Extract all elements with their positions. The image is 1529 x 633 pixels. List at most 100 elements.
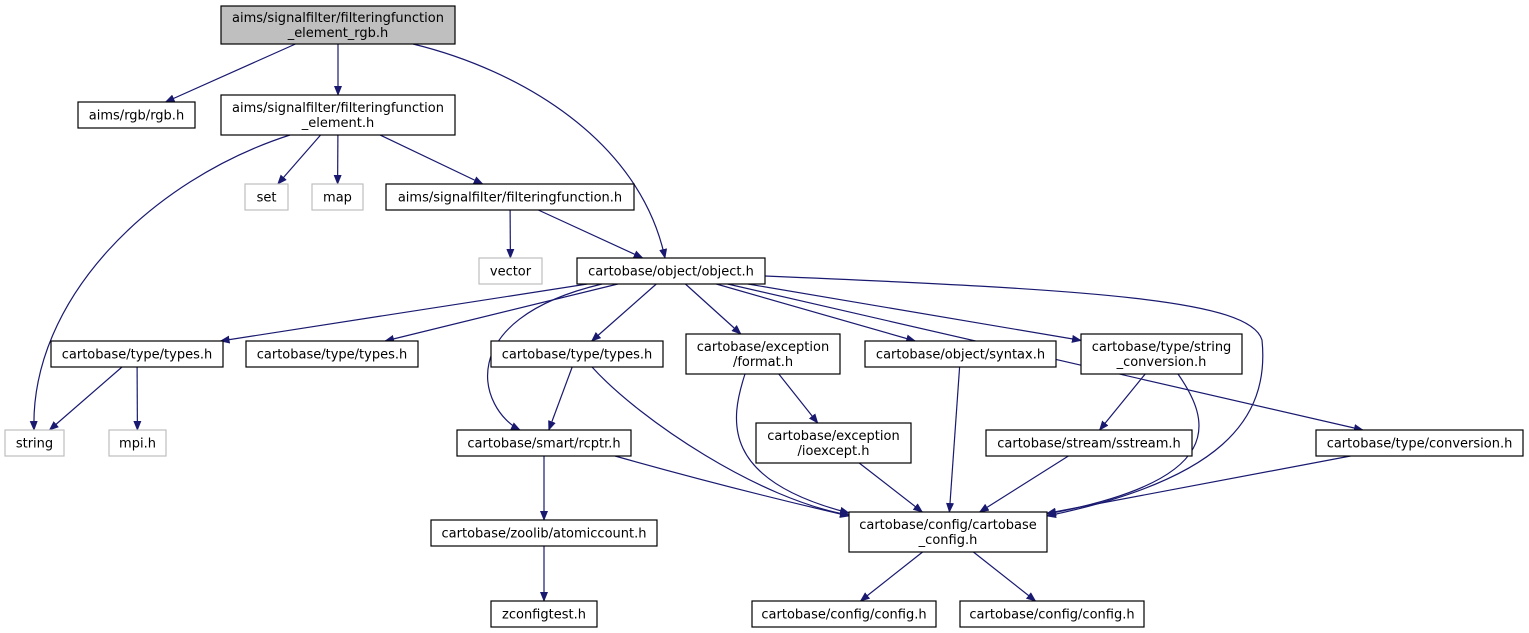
node-label-ffe: aims/signalfilter/filteringfunction [232, 101, 444, 116]
edge-ffe-to-ff [379, 134, 484, 185]
node-types1[interactable]: cartobase/type/types.h [50, 340, 224, 368]
node-box-rgb [77, 101, 196, 129]
edge-strconv-to-sstream [1098, 373, 1146, 431]
node-sstream[interactable]: cartobase/stream/sstream.h [985, 429, 1193, 457]
node-strconv[interactable]: cartobase/type/string_conversion.h [1080, 333, 1243, 375]
node-box-syntax [864, 340, 1057, 368]
node-box-map [311, 183, 364, 211]
edge-ioexcept-to-cbconfig [858, 462, 924, 513]
node-rcptr[interactable]: cartobase/smart/rcptr.h [456, 429, 632, 457]
edge-object-to-cbconfig [764, 275, 1264, 519]
node-box-root [220, 5, 456, 45]
node-box-cbconfig [848, 511, 1048, 553]
node-ffe[interactable]: aims/signalfilter/filteringfunction_elem… [220, 94, 456, 136]
node-config1[interactable]: cartobase/config/config.h [751, 600, 937, 628]
node-atomic[interactable]: cartobase/zoolib/atomiccount.h [430, 519, 658, 547]
edge-object-to-types1 [219, 283, 588, 344]
node-ioexcept[interactable]: cartobase/exception/ioexcept.h [755, 422, 912, 464]
node-box-rcptr [456, 429, 632, 457]
node-label-atomic: cartobase/zoolib/atomiccount.h [442, 527, 647, 542]
edge-syntax-to-cbconfig [946, 366, 961, 513]
node-string: string [4, 429, 65, 457]
edge-object-to-format [684, 283, 742, 335]
node-types3[interactable]: cartobase/type/types.h [490, 340, 664, 368]
node-object[interactable]: cartobase/object/object.h [576, 257, 766, 285]
node-box-types2 [245, 340, 419, 368]
edge-types1-to-string [48, 366, 123, 431]
node-label-root: aims/signalfilter/filteringfunction [232, 11, 444, 26]
node-ff[interactable]: aims/signalfilter/filteringfunction.h [385, 183, 635, 211]
node-syntax[interactable]: cartobase/object/syntax.h [864, 340, 1057, 368]
node-label-string: string [16, 437, 53, 452]
node-box-vector [478, 257, 543, 285]
node-box-sstream [985, 429, 1193, 457]
node-label-types3: cartobase/type/types.h [502, 348, 652, 363]
node-box-atomic [430, 519, 658, 547]
node-box-ffe [220, 94, 456, 136]
edge-cbconfig-to-config1 [859, 551, 923, 602]
node-box-ioexcept [755, 422, 912, 464]
node-cbconfig[interactable]: cartobase/config/cartobase_config.h [848, 511, 1048, 553]
node-label-set: set [257, 191, 277, 206]
edge-object-to-strconv [747, 283, 1082, 343]
edge-root-to-object [412, 43, 668, 259]
node-format[interactable]: cartobase/exception/format.h [685, 333, 841, 375]
node-label-zconfig: zconfigtest.h [502, 608, 586, 623]
edge-object-to-syntax [716, 283, 917, 343]
node-label-ioexcept: cartobase/exception [767, 429, 899, 444]
node-root[interactable]: aims/signalfilter/filteringfunction_elem… [220, 5, 456, 45]
node-set: set [244, 183, 289, 211]
node-label-strconv: cartobase/type/string [1092, 340, 1232, 355]
node-rgb[interactable]: aims/rgb/rgb.h [77, 101, 196, 129]
node-label-format: /format.h [733, 355, 793, 370]
node-mpi: mpi.h [108, 429, 167, 457]
edge-object-to-rcptr [487, 283, 603, 431]
edge-root-to-rgb [164, 43, 296, 103]
node-label-object: cartobase/object/object.h [588, 265, 754, 280]
node-label-config2: cartobase/config/config.h [969, 608, 1134, 623]
node-box-ff [385, 183, 635, 211]
node-box-format [685, 333, 841, 375]
node-label-syntax: cartobase/object/syntax.h [876, 348, 1045, 363]
node-map: map [311, 183, 364, 211]
edge-ff-to-object [538, 209, 644, 259]
node-label-root: _element_rgb.h [287, 26, 389, 41]
edge-ffe-to-string [29, 134, 291, 431]
edge-format-to-cbconfig [735, 373, 850, 515]
node-label-types1: cartobase/type/types.h [62, 348, 212, 363]
node-layer: aims/signalfilter/filteringfunction_elem… [4, 5, 1524, 628]
edge-object-to-types2 [384, 283, 619, 343]
node-box-mpi [108, 429, 167, 457]
node-label-ffe: _element.h [301, 116, 374, 131]
node-label-vector: vector [490, 265, 532, 280]
node-label-conversion: cartobase/type/conversion.h [1327, 437, 1513, 452]
node-label-format: cartobase/exception [697, 340, 829, 355]
node-box-object [576, 257, 766, 285]
node-label-ioexcept: /ioexcept.h [797, 444, 869, 459]
edge-rcptr-to-cbconfig [614, 455, 850, 518]
node-label-strconv: _conversion.h [1116, 355, 1207, 370]
node-label-config1: cartobase/config/config.h [761, 608, 926, 623]
node-zconfig[interactable]: zconfigtest.h [490, 600, 598, 628]
edge-strconv-to-cbconfig [1046, 373, 1200, 517]
node-label-rgb: aims/rgb/rgb.h [89, 109, 184, 124]
node-label-types2: cartobase/type/types.h [257, 348, 407, 363]
edge-cbconfig-to-config2 [973, 551, 1037, 602]
node-box-types1 [50, 340, 224, 368]
node-config2[interactable]: cartobase/config/config.h [959, 600, 1145, 628]
node-label-ff: aims/signalfilter/filteringfunction.h [398, 191, 622, 206]
node-types2[interactable]: cartobase/type/types.h [245, 340, 419, 368]
node-label-rcptr: cartobase/smart/rcptr.h [467, 437, 620, 452]
node-box-zconfig [490, 600, 598, 628]
node-box-config2 [959, 600, 1145, 628]
node-box-config1 [751, 600, 937, 628]
node-label-sstream: cartobase/stream/sstream.h [997, 437, 1181, 452]
edge-sstream-to-cbconfig [978, 455, 1069, 513]
node-conversion[interactable]: cartobase/type/conversion.h [1315, 429, 1524, 457]
node-label-mpi: mpi.h [119, 437, 156, 452]
node-box-types3 [490, 340, 664, 368]
edge-types3-to-rcptr [548, 366, 573, 431]
node-box-set [244, 183, 289, 211]
edge-types3-to-cbconfig [591, 366, 850, 518]
